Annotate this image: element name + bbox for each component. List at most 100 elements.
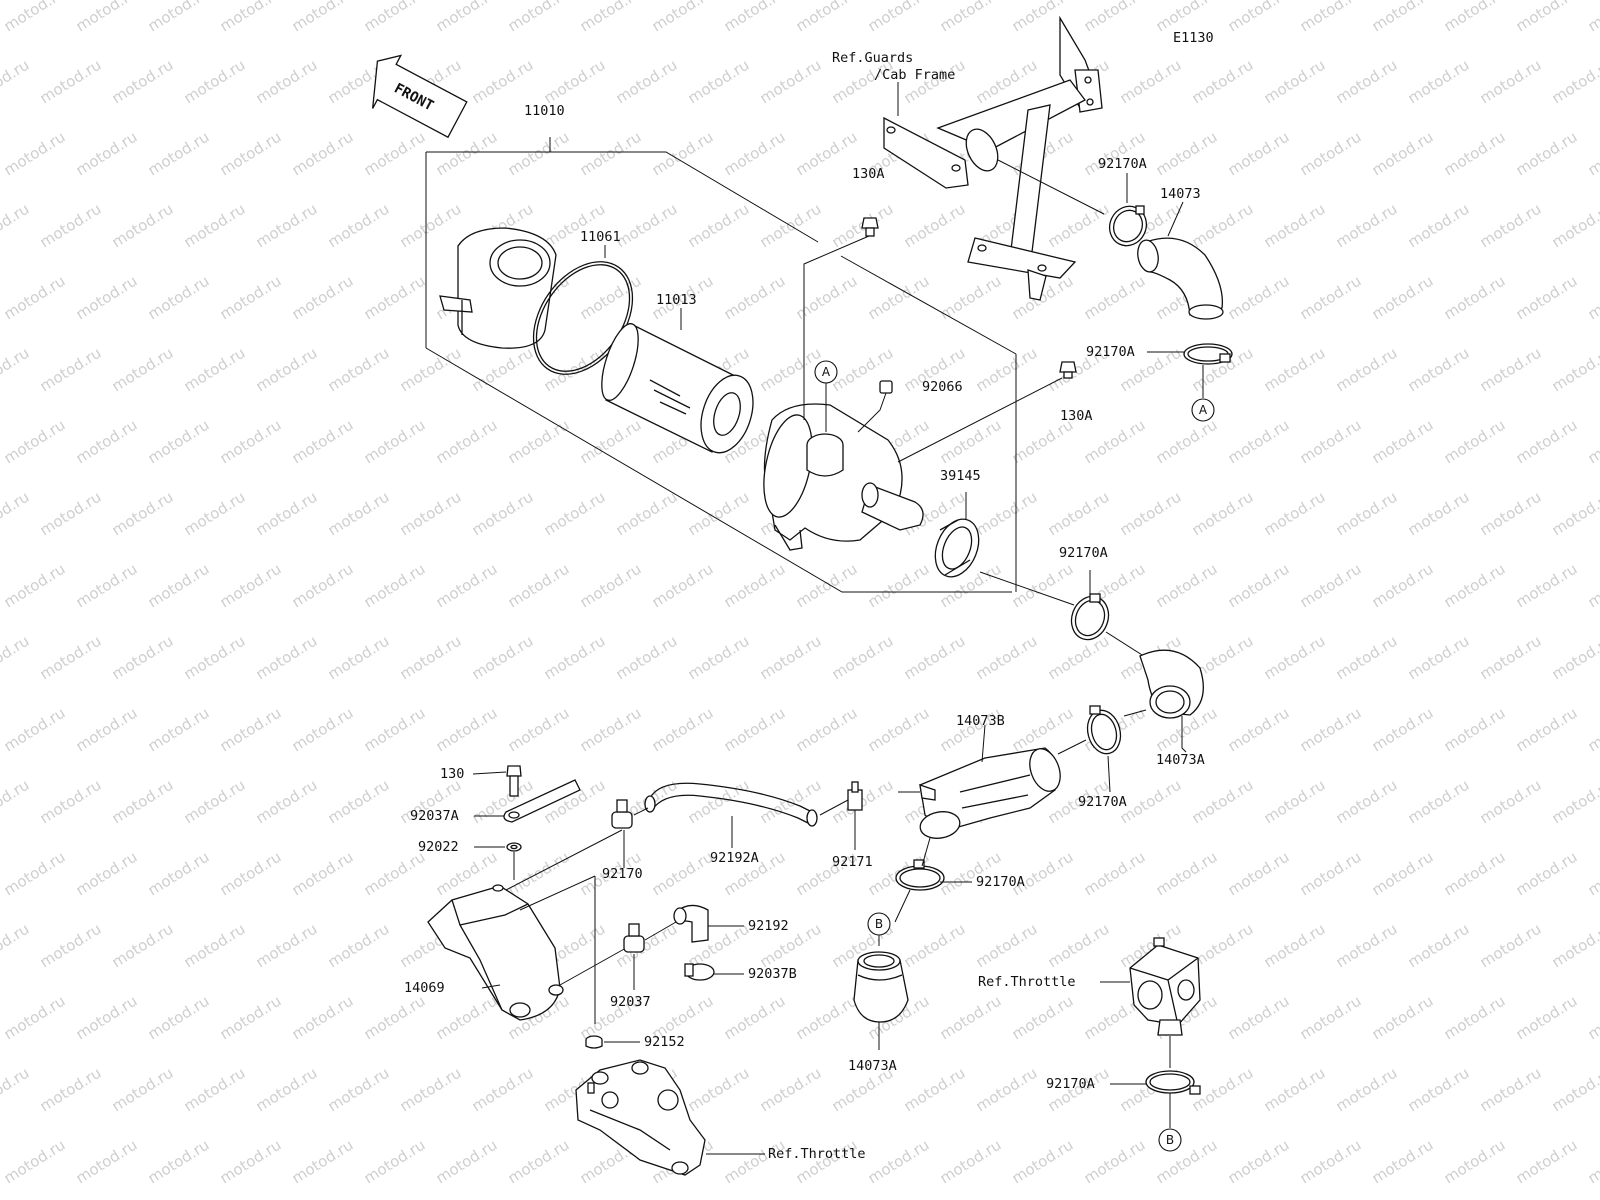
marker-a-lower-label: A xyxy=(1199,403,1208,417)
watermark-text: motod.ru xyxy=(1477,56,1545,108)
watermark-text: motod.ru xyxy=(973,488,1041,540)
watermark-text: motod.ru xyxy=(577,416,645,468)
watermark-text: motod.ru xyxy=(1333,56,1401,108)
watermark-text: motod.ru xyxy=(37,56,105,108)
watermark-text: motod.ru xyxy=(1405,632,1473,684)
hose-clamp-top xyxy=(1108,205,1148,247)
watermark-text: motod.ru xyxy=(721,272,789,324)
watermark-text: motod.ru xyxy=(181,56,249,108)
hose-clamp-a xyxy=(1183,343,1233,365)
watermark-text: motod.ru xyxy=(37,632,105,684)
watermark-text: motod.ru xyxy=(1045,200,1113,252)
intake-boot-upper xyxy=(1139,649,1204,719)
watermark-text: motod.ru xyxy=(865,0,933,35)
watermark-text: motod.ru xyxy=(793,560,861,612)
watermark-text: motod.ru xyxy=(1441,1136,1509,1188)
clamp-92037 xyxy=(623,923,645,953)
watermark-text: motod.ru xyxy=(1369,416,1437,468)
hose-clamp-mid xyxy=(1070,593,1110,641)
watermark-text: motod.ru xyxy=(1081,848,1149,900)
watermark-text: motod.ru xyxy=(361,128,429,180)
air-cleaner-assembly-outline xyxy=(425,137,1017,593)
label-14069: 14069 xyxy=(404,980,445,996)
watermark-text: motod.ru xyxy=(685,488,753,540)
label-14073: 14073 xyxy=(1160,186,1201,202)
watermark-text: motod.ru xyxy=(1117,56,1185,108)
watermark-text: motod.ru xyxy=(505,704,573,756)
watermark-text: motod.ru xyxy=(433,0,501,35)
watermark-text: motod.ru xyxy=(469,488,537,540)
watermark-text: motod.ru xyxy=(793,128,861,180)
watermark-text: motod.ru xyxy=(361,272,429,324)
watermark-text: motod.ru xyxy=(0,488,32,540)
watermark-text: motod.ru xyxy=(1441,128,1509,180)
watermark-text: motod.ru xyxy=(901,632,969,684)
intake-elbow-hose xyxy=(1137,237,1224,320)
watermark-text: motod.ru xyxy=(1297,272,1365,324)
watermark-text: motod.ru xyxy=(397,488,465,540)
watermark-text: motod.ru xyxy=(1225,0,1293,35)
watermark-text: motod.ru xyxy=(1189,488,1257,540)
watermark-text: motod.ru xyxy=(1225,416,1293,468)
watermark-text: motod.ru xyxy=(721,992,789,1044)
air-cleaner-cap xyxy=(439,227,557,349)
watermark-text: motod.ru xyxy=(361,1136,429,1188)
intake-boot-lower xyxy=(853,951,909,1023)
watermark-text: motod.ru xyxy=(109,920,177,972)
watermark-text: motod.ru xyxy=(613,56,681,108)
watermark-text: motod.ru xyxy=(1513,704,1581,756)
watermark-text: motod.ru xyxy=(613,488,681,540)
watermark-text: motod.ru xyxy=(397,632,465,684)
intake-duct xyxy=(919,747,1061,839)
watermark-text: motod.ru xyxy=(289,704,357,756)
watermark-text: motod.ru xyxy=(253,488,321,540)
watermark-text: motod.ru xyxy=(1549,56,1600,108)
label-92152: 92152 xyxy=(644,1034,685,1050)
watermark-text: motod.ru xyxy=(505,0,573,35)
watermark-text: motod.ru xyxy=(73,704,141,756)
marker-a-upper: A xyxy=(814,360,838,384)
watermark-text: motod.ru xyxy=(325,632,393,684)
watermark-text: motod.ru xyxy=(1477,776,1545,828)
clamp-92037b xyxy=(684,963,715,981)
watermark-text: motod.ru xyxy=(361,848,429,900)
watermark-text: motod.ru xyxy=(37,488,105,540)
watermark-text: motod.ru xyxy=(1369,848,1437,900)
watermark-text: motod.ru xyxy=(649,704,717,756)
label-14073b: 14073B xyxy=(956,713,1005,729)
watermark-text: motod.ru xyxy=(973,344,1041,396)
watermark-text: motod.ru xyxy=(433,992,501,1044)
watermark-text: motod.ru xyxy=(1225,560,1293,612)
label-11010: 11010 xyxy=(524,103,565,119)
label-11013: 11013 xyxy=(656,292,697,308)
watermark-text: motod.ru xyxy=(289,560,357,612)
watermark-text: motod.ru xyxy=(1045,632,1113,684)
watermark-text: motod.ru xyxy=(1261,1064,1329,1116)
watermark-text: motod.ru xyxy=(685,632,753,684)
watermark-text: motod.ru xyxy=(217,272,285,324)
watermark-text: motod.ru xyxy=(1261,488,1329,540)
label-92170a-bottom: 92170A xyxy=(1046,1076,1095,1092)
watermark-text: motod.ru xyxy=(0,200,32,252)
watermark-text: motod.ru xyxy=(1225,848,1293,900)
watermark-text: motod.ru xyxy=(109,56,177,108)
watermark-text: motod.ru xyxy=(1117,488,1185,540)
watermark-text: motod.ru xyxy=(0,776,32,828)
cab-frame-ref xyxy=(883,15,1103,301)
watermark-text: motod.ru xyxy=(1405,200,1473,252)
hose-clamp-bottom xyxy=(1145,1070,1201,1095)
watermark-text: motod.ru xyxy=(1405,920,1473,972)
watermark-text: motod.ru xyxy=(793,704,861,756)
watermark-text: motod.ru xyxy=(613,200,681,252)
label-92171: 92171 xyxy=(832,854,873,870)
watermark-text: motod.ru xyxy=(1369,992,1437,1044)
watermark-text: motod.ru xyxy=(901,920,969,972)
watermark-text: motod.ru xyxy=(469,632,537,684)
watermark-text: motod.ru xyxy=(541,56,609,108)
watermark-text: motod.ru xyxy=(1333,1064,1401,1116)
watermark-text: motod.ru xyxy=(901,200,969,252)
label-92066: 92066 xyxy=(922,379,963,395)
throttle-body-ref-lower xyxy=(575,1059,706,1176)
watermark-text: motod.ru xyxy=(1585,128,1600,180)
